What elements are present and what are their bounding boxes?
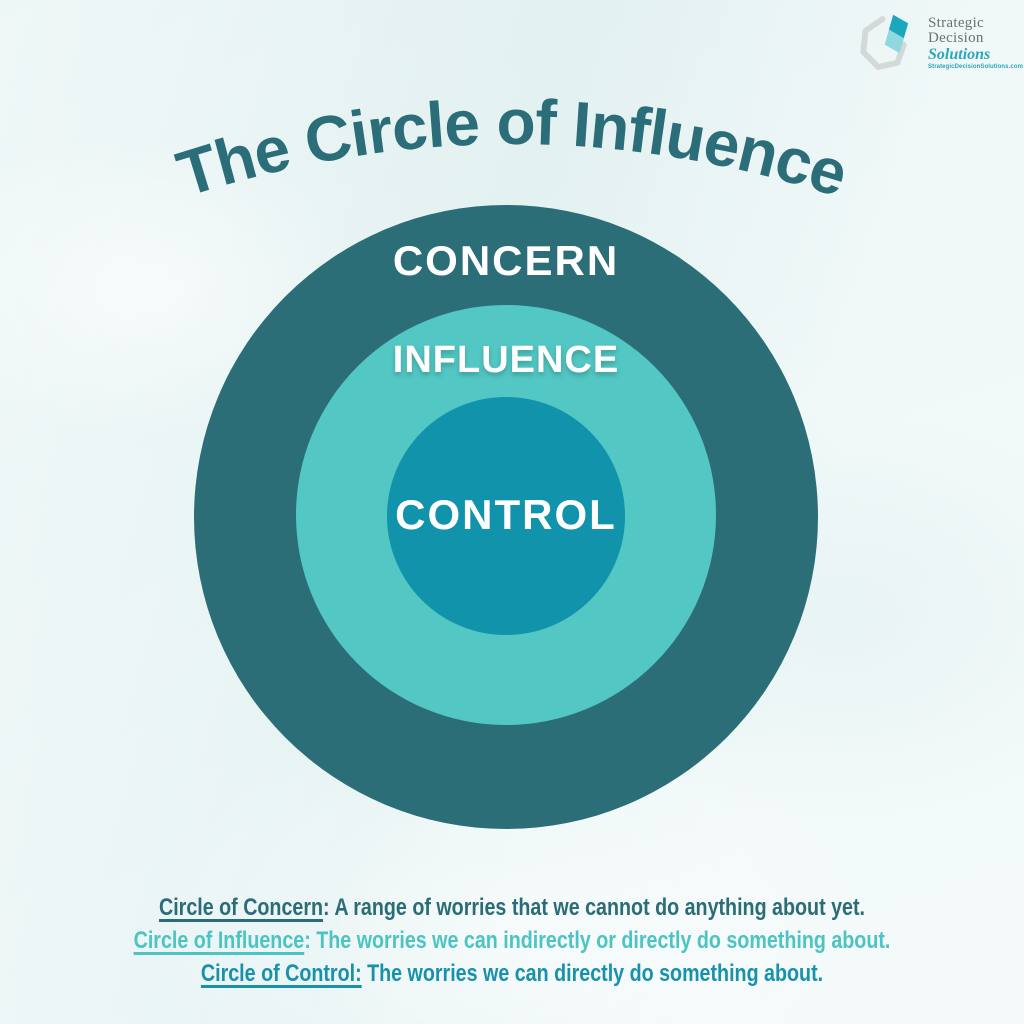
legend-desc-influence: The worries we can indirectly or directl… — [310, 927, 891, 954]
legend-sep-concern: : — [323, 894, 330, 921]
legend-desc-control: The worries we can directly do something… — [361, 960, 824, 987]
legend-sep-influence: : — [304, 927, 311, 954]
influence-ring-label: INFLUENCE — [392, 339, 620, 381]
brand-logo: Strategic Decision Solutions StrategicDe… — [858, 13, 1023, 73]
legend-term-influence: Circle of Influence — [133, 927, 305, 954]
legend: Circle of Concern: A range of worries th… — [0, 891, 1024, 990]
legend-desc-concern: A range of worries that we cannot do any… — [329, 894, 866, 921]
legend-term-concern: Circle of Concern — [158, 894, 324, 921]
legend-line-influence: Circle of Influence: The worries we can … — [92, 924, 932, 957]
legend-line-concern: Circle of Concern: A range of worries th… — [92, 891, 932, 924]
brand-name-line2: Decision — [928, 30, 984, 47]
control-ring-label: CONTROL — [395, 491, 617, 538]
hexagon-logo-icon — [860, 14, 909, 70]
title-arc: The Circle of Influence — [169, 86, 856, 210]
circle-control — [387, 397, 625, 635]
brand-logo-text: Strategic Decision Solutions StrategicDe… — [928, 13, 1023, 70]
brand-name-line3: Solutions — [928, 45, 991, 63]
brand-name-line1: Strategic — [928, 15, 985, 31]
legend-line-control: Circle of Control: The worries we can di… — [92, 957, 932, 990]
legend-term-control: Circle of Control: — [200, 960, 362, 987]
page-title: The Circle of Influence — [169, 86, 855, 210]
concern-ring-label: CONCERN — [392, 237, 620, 284]
brand-url: StrategicDecisionSolutions.com — [928, 63, 1024, 70]
